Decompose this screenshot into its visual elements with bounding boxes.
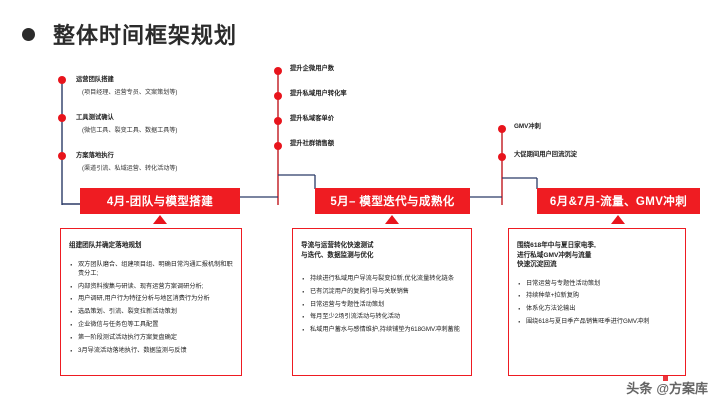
milestone-label: 大促期间用户回流沉淀 (514, 151, 577, 158)
watermark-handle: @方案库 (656, 381, 708, 396)
list-item: 选品策划、引流、裂变拉新活动策划 (69, 306, 233, 320)
milestone-subtext: (微信工具、裂变工具、数据工具等) (82, 127, 178, 134)
detail-title: 导流与运营转化快速测试 与迭代、数据监测与优化 (301, 242, 374, 259)
detail-title: 围绕618年中与夏日家电季, 进行私域GMV冲刺与流量 快速沉淀回流 (517, 242, 596, 269)
milestone-column-june: GMV冲刺 大促期间用户回流沉淀 (498, 123, 577, 180)
detail-title: 组建团队并确定落地规划 (69, 242, 142, 249)
milestone-item: 大促期间用户回流沉淀 (498, 151, 577, 180)
milestone-item: 提升企微用户数 (274, 65, 347, 91)
milestone-dot-icon (498, 153, 506, 161)
list-item: 持续进行私域用户导流与裂变拉新,优化流量转化链条 (301, 273, 463, 287)
milestone-dot-icon (274, 142, 282, 150)
list-item: 每月至少2场引流活动与转化活动 (301, 311, 463, 325)
milestone-item: 方案落地执行 (渠道引流、私域运营、转化活动等) (58, 150, 178, 172)
milestone-dot-icon (274, 117, 282, 125)
milestone-item: GMV冲刺 (498, 123, 577, 152)
list-item: 3月导流活动落地执行、数据监测与反馈 (69, 345, 233, 359)
list-item: 日常运营与专题性活动策划 (301, 299, 463, 313)
watermark-prefix: 头条 (626, 381, 653, 396)
phase-bar-june[interactable]: 6月&7月-流量、GMV冲刺 (537, 188, 700, 214)
detail-bullet-list: 日常运营与专题性活动策划 持续种草+拉新复购 体系化方法论输出 围绕618与夏日… (517, 278, 677, 330)
milestone-label: GMV冲刺 (514, 123, 541, 130)
list-item: 第一阶段测试活动执行方案复盘确定 (69, 332, 233, 346)
list-item: 内部资料搜集与研读、现有运营方案调研分析; (69, 281, 233, 295)
milestone-item: 提升私域客单价 (274, 115, 347, 141)
milestone-dot-icon (274, 67, 282, 75)
milestone-item: 工具测试确认 (微信工具、裂变工具、数据工具等) (58, 112, 178, 134)
milestone-dot-icon (58, 152, 66, 160)
milestone-subtext: (项目经理、运营专员、文案策划等) (82, 89, 178, 96)
milestone-label: 提升社群销售额 (290, 140, 335, 147)
phase-bar-april[interactable]: 4月-团队与模型搭建 (80, 188, 240, 214)
list-item: 持续种草+拉新复购 (517, 290, 677, 304)
phase-arrow-june (611, 215, 625, 224)
milestone-item: 提升私域用户转化率 (274, 90, 347, 116)
milestone-dot-icon (58, 76, 66, 84)
page-title: 整体时间框架规划 (53, 23, 238, 48)
milestone-subtext: (渠道引流、私域运营、转化活动等) (82, 165, 178, 172)
list-item: 双方团队磨合、组建项目组、明确日常沟通汇报机制和职责分工; (69, 259, 233, 279)
list-item: 用户调研,用户行为特征分析与地区消费行为分析 (69, 293, 233, 307)
milestone-dot-icon (58, 114, 66, 122)
list-item: 私域用户蓄水与感情维护,持续铺垫为618GMV冲刺蓄能 (301, 324, 463, 338)
bullet-dot-icon (22, 27, 35, 41)
milestone-dot-icon (274, 92, 282, 100)
phase-bar-label: 6月&7月-流量、GMV冲刺 (549, 196, 688, 208)
phase-arrow-april (153, 215, 167, 224)
milestone-label: 提升私域用户转化率 (290, 90, 347, 97)
list-item: 体系化方法论输出 (517, 303, 677, 317)
watermark-accent-dot-icon (663, 376, 668, 381)
milestone-column-may: 提升企微用户数 提升私域用户转化率 提升私域客单价 提升社群销售额 (274, 65, 347, 166)
phase-bar-label: 4月-团队与模型搭建 (106, 196, 214, 208)
phase-bar-label: 5月– 模型迭代与成熟化 (330, 196, 455, 208)
list-item: 已有沉淀用户的复购引导与关联销售 (301, 286, 463, 300)
phase-bar-may[interactable]: 5月– 模型迭代与成熟化 (315, 188, 470, 214)
list-item: 日常运营与专题性活动策划 (517, 278, 677, 292)
milestone-heading: 工具测试确认 (76, 114, 114, 121)
milestone-label: 提升私域客单价 (290, 115, 335, 122)
page-header: 整体时间框架规划 (22, 18, 237, 50)
detail-bullet-list: 持续进行私域用户导流与裂变拉新,优化流量转化链条 已有沉淀用户的复购引导与关联销… (301, 273, 463, 338)
milestone-dot-icon (498, 125, 506, 133)
detail-box-april: 组建团队并确定落地规划 双方团队磨合、组建项目组、明确日常沟通汇报机制和职责分工… (60, 228, 242, 376)
watermark: 头条 @方案库 (626, 376, 708, 397)
milestone-heading: 运营团队搭建 (76, 76, 114, 83)
milestone-label: 提升企微用户数 (290, 65, 335, 72)
milestone-item: 运营团队搭建 (项目经理、运营专员、文案策划等) (58, 74, 178, 96)
list-item: 企业微信与任务包等工具配置 (69, 319, 233, 333)
phase-arrow-may (385, 215, 399, 224)
milestone-heading: 方案落地执行 (76, 152, 114, 159)
detail-box-june: 围绕618年中与夏日家电季, 进行私域GMV冲刺与流量 快速沉淀回流 日常运营与… (508, 228, 686, 376)
milestone-item: 提升社群销售额 (274, 140, 347, 166)
detail-box-may: 导流与运营转化快速测试 与迭代、数据监测与优化 持续进行私域用户导流与裂变拉新,… (292, 228, 472, 376)
detail-bullet-list: 双方团队磨合、组建项目组、明确日常沟通汇报机制和职责分工; 内部资料搜集与研读、… (69, 259, 233, 359)
list-item: 围绕618与夏日季产品销售旺季进行GMV冲刺 (517, 316, 677, 330)
